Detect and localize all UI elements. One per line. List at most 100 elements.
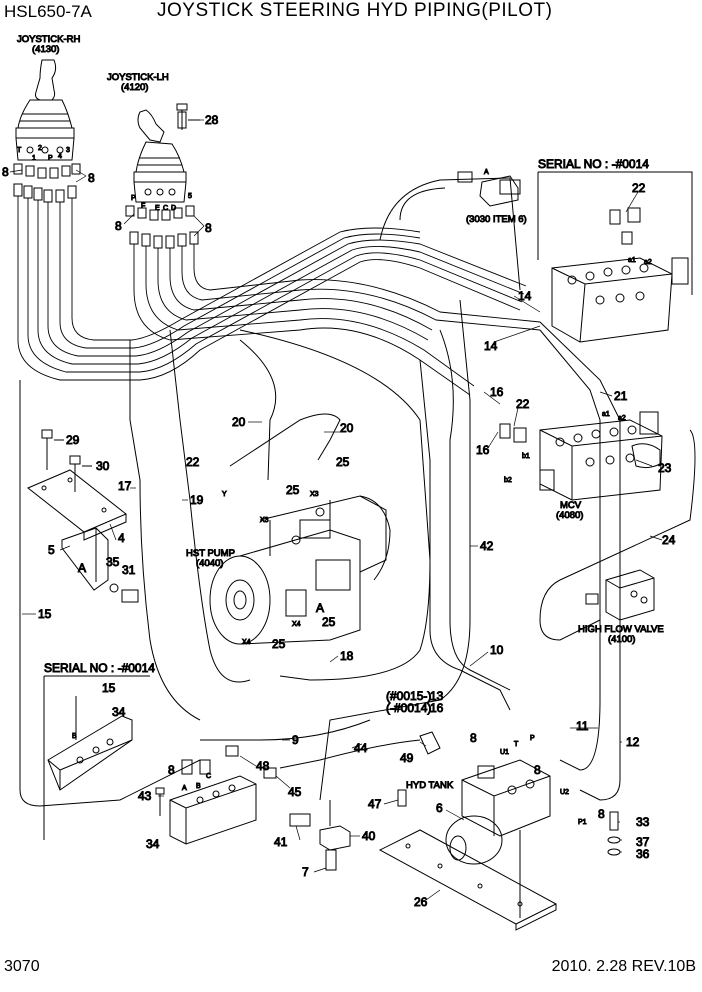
fitting-49 bbox=[419, 731, 441, 755]
part-20-b: 20 bbox=[340, 421, 354, 435]
joystick-rh-label: JOYSTICK-RH bbox=[17, 34, 80, 45]
part-22-low: 22 bbox=[186, 455, 200, 469]
part-36: 36 bbox=[636, 847, 650, 861]
bolt-43 bbox=[155, 787, 165, 816]
joystick-rh bbox=[15, 59, 75, 161]
hose-9 bbox=[200, 719, 371, 741]
part-20-a: 20 bbox=[232, 415, 246, 429]
part-48: 48 bbox=[256, 759, 270, 773]
bracket-5 bbox=[61, 527, 109, 591]
hyd-tank bbox=[445, 759, 551, 865]
part-34-a: 34 bbox=[112, 705, 126, 719]
hose-20b bbox=[239, 339, 277, 481]
port-b: B bbox=[72, 733, 77, 740]
bolt-33 bbox=[609, 811, 619, 831]
part-33: 33 bbox=[636, 815, 650, 829]
joystick-lh bbox=[133, 109, 187, 203]
port-4: 4 bbox=[58, 153, 62, 160]
part-11: 11 bbox=[576, 719, 589, 733]
part-8-c: 8 bbox=[115, 219, 122, 233]
port-lh-f: F bbox=[141, 203, 145, 210]
part-41: 41 bbox=[274, 835, 288, 849]
port-a2-top: a2 bbox=[644, 259, 652, 266]
hose-20a bbox=[229, 413, 341, 467]
block-34 bbox=[169, 759, 257, 845]
hose-44 bbox=[279, 739, 421, 769]
part-31: 31 bbox=[122, 563, 136, 577]
part-22-top: 22 bbox=[632, 181, 646, 195]
joystick-rh-code: (4130) bbox=[32, 44, 59, 55]
part-30: 30 bbox=[96, 459, 110, 473]
part-35: 35 bbox=[106, 555, 120, 569]
hose-14 bbox=[379, 177, 521, 291]
port-lh-e: E bbox=[155, 205, 160, 212]
part-44: 44 bbox=[354, 741, 368, 755]
hose-42 bbox=[319, 299, 471, 801]
part-28: 28 bbox=[205, 113, 219, 127]
solenoid-3030 bbox=[457, 171, 521, 207]
port-a: A bbox=[484, 169, 489, 176]
part-4: 4 bbox=[118, 531, 125, 545]
part-23: 23 bbox=[658, 461, 672, 475]
serial-box-top bbox=[537, 171, 693, 343]
port-t2: T bbox=[514, 741, 519, 748]
part-25-c: 25 bbox=[322, 615, 336, 629]
hose-16 bbox=[399, 187, 446, 221]
hst-pump-label: HST PUMP bbox=[186, 548, 235, 559]
part-24: 24 bbox=[662, 533, 676, 547]
fitting-41 bbox=[289, 813, 311, 827]
serial-left-label: SERIAL NO : -#0014 bbox=[44, 661, 155, 675]
hyd-tank-label: HYD TANK bbox=[406, 780, 454, 791]
bolt-47 bbox=[397, 789, 407, 807]
serial-top-label: SERIAL NO : -#0014 bbox=[538, 157, 649, 171]
part-49: 49 bbox=[400, 751, 414, 765]
port-1: 1 bbox=[32, 155, 36, 162]
port-y: Y bbox=[222, 491, 227, 498]
part-10: 10 bbox=[490, 643, 504, 657]
rh-fittings bbox=[13, 163, 81, 203]
bolt-28 bbox=[176, 103, 200, 130]
mcv-4080 bbox=[499, 411, 663, 501]
washer-36 bbox=[607, 848, 621, 856]
port-b1: b1 bbox=[522, 453, 530, 460]
part-17: 17 bbox=[118, 479, 132, 493]
part-25-b: 25 bbox=[286, 483, 300, 497]
port-x4: X4 bbox=[242, 639, 251, 646]
plate-26 bbox=[378, 829, 558, 931]
part-14-a: 14 bbox=[518, 289, 532, 303]
fitting-48 bbox=[225, 745, 239, 757]
port-u1: U1 bbox=[500, 749, 509, 756]
part-26: 26 bbox=[414, 895, 428, 909]
leaders bbox=[9, 119, 663, 901]
hose-12 bbox=[539, 321, 621, 801]
page-title: JOYSTICK STEERING HYD PIPING(PILOT) bbox=[157, 0, 553, 21]
part-8-d: 8 bbox=[205, 221, 212, 235]
port-3: 3 bbox=[66, 147, 70, 154]
hst-pump bbox=[209, 495, 391, 645]
part-12: 12 bbox=[626, 735, 640, 749]
bolt-30 bbox=[69, 455, 92, 492]
view-a-pump: A bbox=[316, 601, 324, 615]
high-flow-code: (4100) bbox=[608, 634, 635, 645]
model-number: HSL650-7A bbox=[4, 2, 92, 21]
hst-pump-code: (4040) bbox=[196, 558, 223, 569]
part-29: 29 bbox=[66, 433, 80, 447]
part-9: 9 bbox=[292, 733, 299, 747]
part-43: 43 bbox=[138, 789, 152, 803]
part-8-a: 8 bbox=[2, 165, 9, 179]
bolt-31 bbox=[109, 583, 139, 603]
part-5: 5 bbox=[48, 543, 55, 557]
part-8-g: 8 bbox=[534, 763, 541, 777]
hose-18 bbox=[239, 329, 431, 681]
page-number: 3070 bbox=[4, 958, 40, 975]
fitting-40 bbox=[319, 800, 351, 871]
hose-24 bbox=[539, 429, 696, 641]
part-15-b: 15 bbox=[102, 681, 116, 695]
part-25-d: 25 bbox=[272, 637, 286, 651]
item-3030-label: (3030 ITEM 6) bbox=[466, 214, 527, 225]
part-47: 47 bbox=[368, 797, 382, 811]
port-lh-d: D bbox=[171, 205, 176, 212]
port-u2: U2 bbox=[560, 789, 569, 796]
part-16-a: 16 bbox=[490, 385, 504, 399]
